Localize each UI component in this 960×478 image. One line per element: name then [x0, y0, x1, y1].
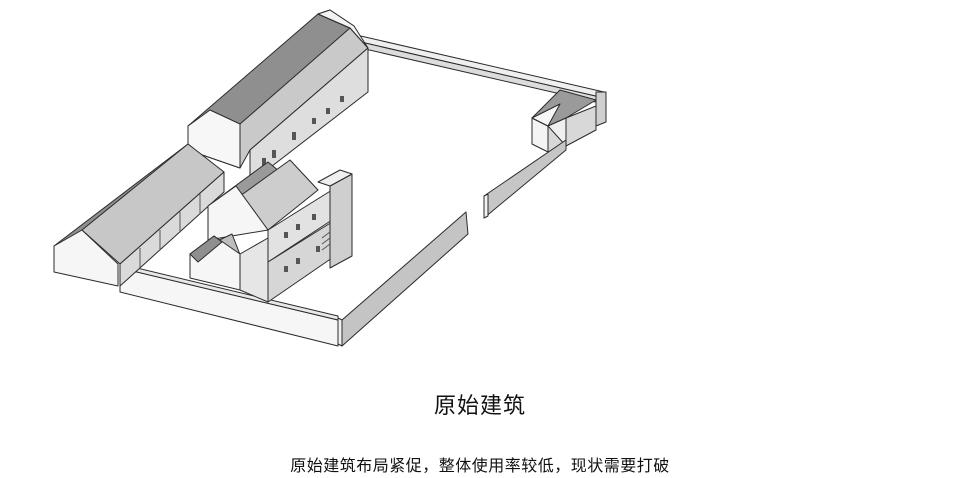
main-hall-side-wall [249, 47, 369, 181]
west-wing-posts [139, 194, 201, 268]
boundary-wall-right [595, 91, 607, 127]
porch-side [239, 237, 269, 303]
main-hall-upper-gable [317, 9, 369, 49]
gatehouse-roof-light [547, 117, 567, 147]
boundary-wall-front-right-top [337, 317, 343, 347]
center-building-end-top [317, 169, 353, 187]
caption-text: 原始建筑布局紧促，整体使用率较低，现状需要打破 [290, 456, 670, 475]
boundary-wall-right-segment-top [483, 193, 489, 219]
page-title: 原始建筑 [433, 394, 526, 419]
center-building-stair [321, 231, 331, 251]
porch-roof-dark [189, 235, 223, 263]
center-building-end-wall [329, 173, 353, 269]
boundary-wall-front-right [341, 211, 469, 347]
axonometric-site-drawing [53, 9, 607, 347]
boundary-wall-back [351, 33, 605, 99]
boundary-wall-right-segment [483, 139, 567, 219]
center-building-windows [284, 214, 320, 272]
main-hall-windows [262, 96, 344, 166]
gatehouse-gable [531, 103, 561, 127]
west-wing-side-wall [119, 171, 225, 287]
courtyard-axonometric [53, 9, 607, 347]
west-wing-gable-front [53, 229, 119, 287]
